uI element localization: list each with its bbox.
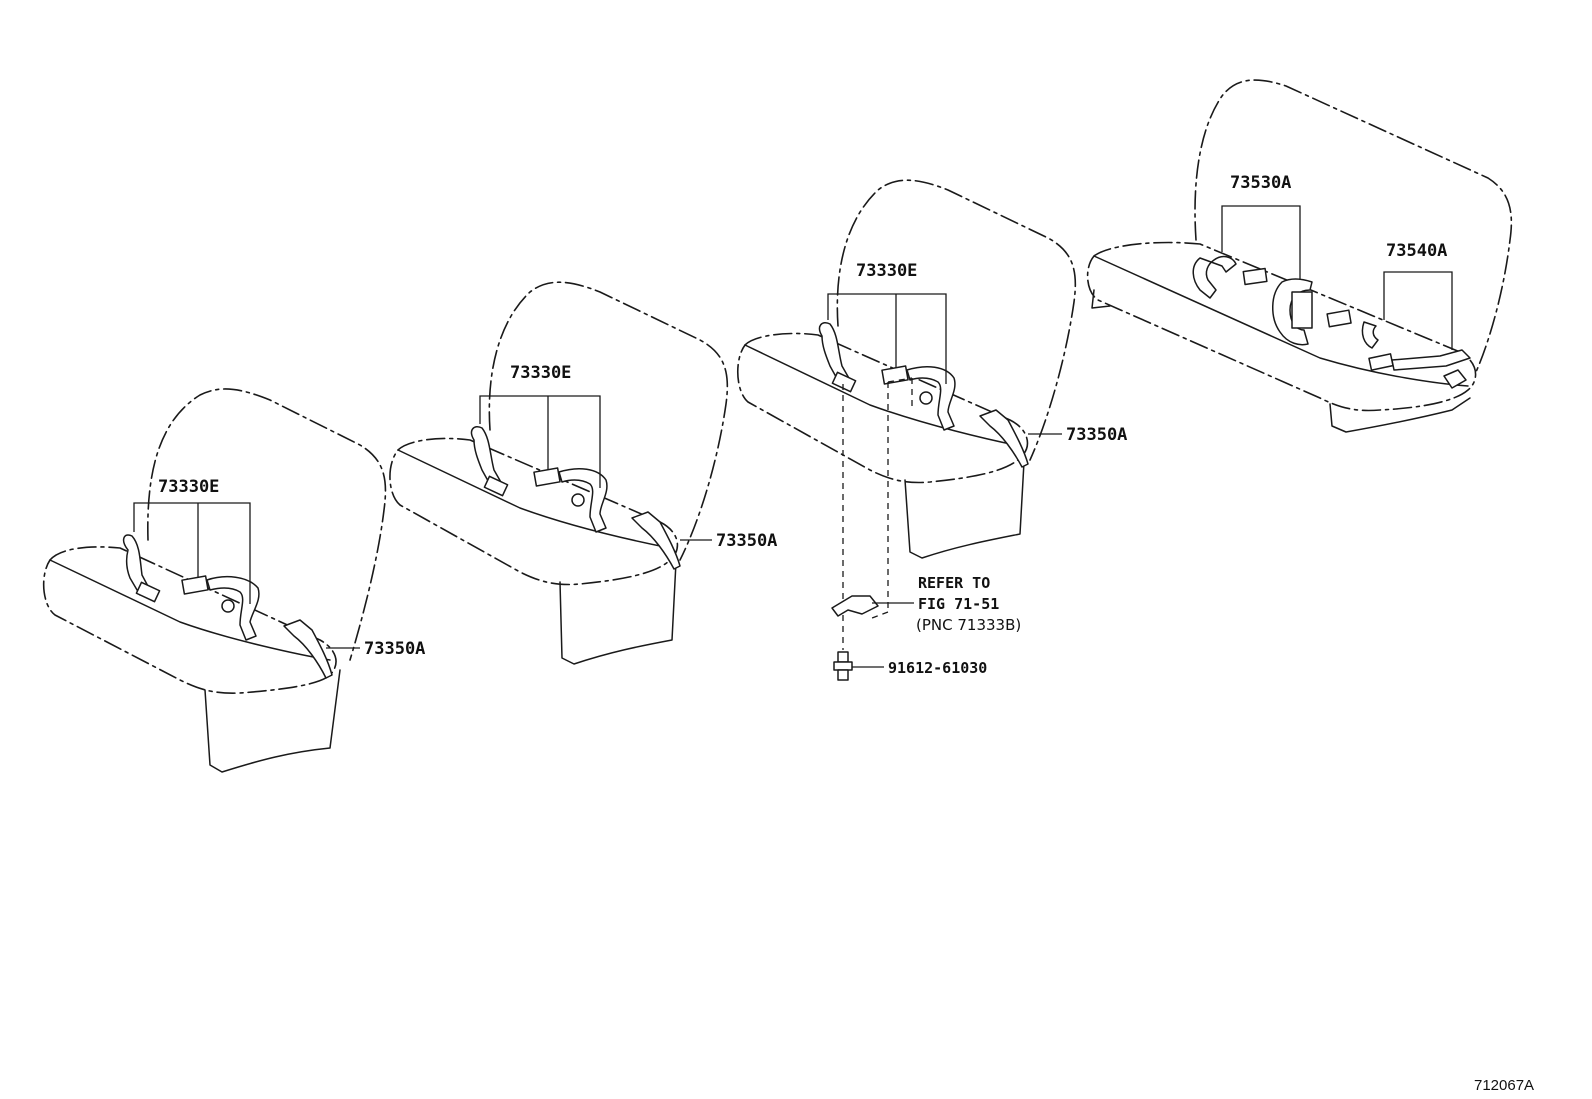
seat-4-belt-left-leader — [1221, 205, 1301, 280]
seat-3-base — [904, 461, 1025, 559]
seat-2-belt-left — [470, 426, 503, 489]
seat-2-retractor — [571, 493, 585, 507]
seat-3-buckle-left — [831, 371, 857, 393]
seat-3-cushion — [736, 332, 1029, 484]
seat-4-belt-label-right: 73540A — [1386, 241, 1447, 261]
bracket-guide-dash — [871, 377, 913, 619]
seat-3-belt-label: 73330E — [856, 261, 917, 281]
seat-1-anchor-strap — [283, 619, 333, 679]
bracket-note-line3: (PNC 71333B) — [916, 616, 1021, 634]
seat-4-buckle-center — [1326, 309, 1352, 328]
seat-2-anchor-label: 73350A — [716, 531, 777, 551]
seat-3-backrest — [836, 179, 1077, 461]
bolt-label: 91612-61030 — [888, 659, 987, 677]
seat-1-buckle-left — [135, 581, 161, 603]
seat-4-buckle-left — [1242, 267, 1268, 286]
seat-1-base — [204, 669, 341, 773]
seat-4-belt-right-leader — [1383, 271, 1453, 350]
seat-1-buckle-center — [181, 575, 209, 595]
seat-3-anchor-label: 73350A — [1066, 425, 1127, 445]
seat-3-anchor-strap — [979, 409, 1029, 468]
bolt-icon — [833, 651, 853, 681]
seat-3-belt-leader — [827, 293, 947, 384]
seat-4-backrest — [1194, 79, 1513, 373]
bracket-note-line1: REFER TO — [918, 574, 990, 592]
seat-4-base — [1091, 289, 1471, 433]
seat-1-belt-left — [122, 534, 151, 596]
bracket-note-line2: FIG 71-51 — [918, 595, 999, 613]
seat-row-4 — [1086, 79, 1513, 433]
seat-1-belt-leader — [133, 502, 251, 604]
seat-2-buckle-center — [533, 467, 561, 487]
seat-1-backrest — [147, 388, 387, 661]
seat-2-buckle-left — [483, 475, 509, 497]
seat-1-retractor — [221, 599, 235, 613]
seat-row-2 — [389, 281, 729, 665]
seat-3-buckle-center — [881, 365, 909, 385]
bracket-part — [831, 595, 879, 617]
seat-2-belt-label: 73330E — [510, 363, 571, 383]
seat-3-belt-right — [906, 365, 956, 431]
seat-1-belt-label: 73330E — [158, 477, 219, 497]
seat-row-3 — [736, 179, 1077, 681]
seat-4-cushion — [1086, 241, 1477, 412]
seat-1-cushion — [42, 546, 337, 694]
seat-1-anchor-label: 73350A — [364, 639, 425, 659]
seat-2-anchor-strap — [631, 511, 681, 570]
seat-row-1 — [42, 388, 387, 773]
seat-4-lap-belt — [1391, 349, 1471, 371]
seat-2-cushion — [389, 437, 679, 586]
seat-4-belt-left — [1192, 255, 1237, 299]
seat-4-anchor-right — [1443, 369, 1467, 389]
seat-4-buckle-right — [1368, 353, 1394, 371]
seat-3-retractor — [919, 391, 933, 405]
seat-2-base — [559, 561, 677, 665]
seat-4-retractor-center — [1291, 291, 1313, 329]
seat-2-belt-leader — [479, 395, 601, 488]
seat-2-backrest — [488, 281, 729, 561]
figure-id: 712067A — [1474, 1077, 1534, 1094]
seat-4-belt-label-left: 73530A — [1230, 173, 1291, 193]
seat-3-belt-left — [818, 322, 851, 385]
seat-4-belt-right — [1361, 321, 1379, 349]
